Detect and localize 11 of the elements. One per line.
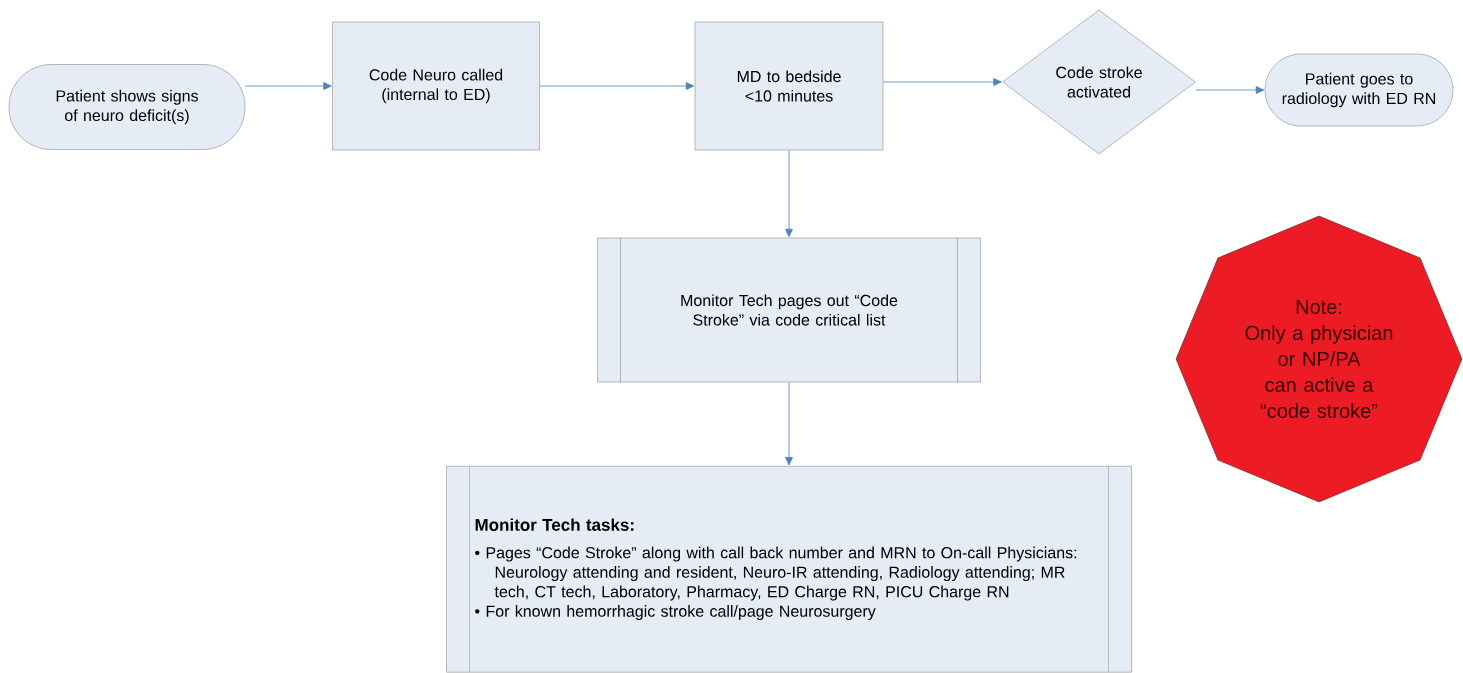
arrow xyxy=(244,82,332,90)
subprocess-box: Monitor Tech pages out “Code Stroke” via code critical list xyxy=(597,237,981,383)
arrow xyxy=(882,78,1002,86)
process-box: MD to bedside <10 minutes xyxy=(694,21,884,151)
arrow xyxy=(1195,86,1265,94)
process-box: Code Neuro called (internal to ED) xyxy=(332,21,540,151)
arrow xyxy=(785,149,793,238)
subprocess-box: Monitor Tech tasks: • Pages “Code Stroke” along with call back number and MRN to On-call Physicians: Neurology attending and resident, Neuro-IR attending, Radiology attending; MR tech, CT tech, Laboratory, Pharmacy, ED Charge RN, PICU Charge RN • For known hemorrhagic stroke call/page Neurosurgery xyxy=(446,466,1132,673)
arrow xyxy=(539,82,695,90)
arrow xyxy=(785,381,793,466)
stop-sign-note: Note: Only a physician or NP/PA can active a “code stroke” xyxy=(1175,215,1463,503)
